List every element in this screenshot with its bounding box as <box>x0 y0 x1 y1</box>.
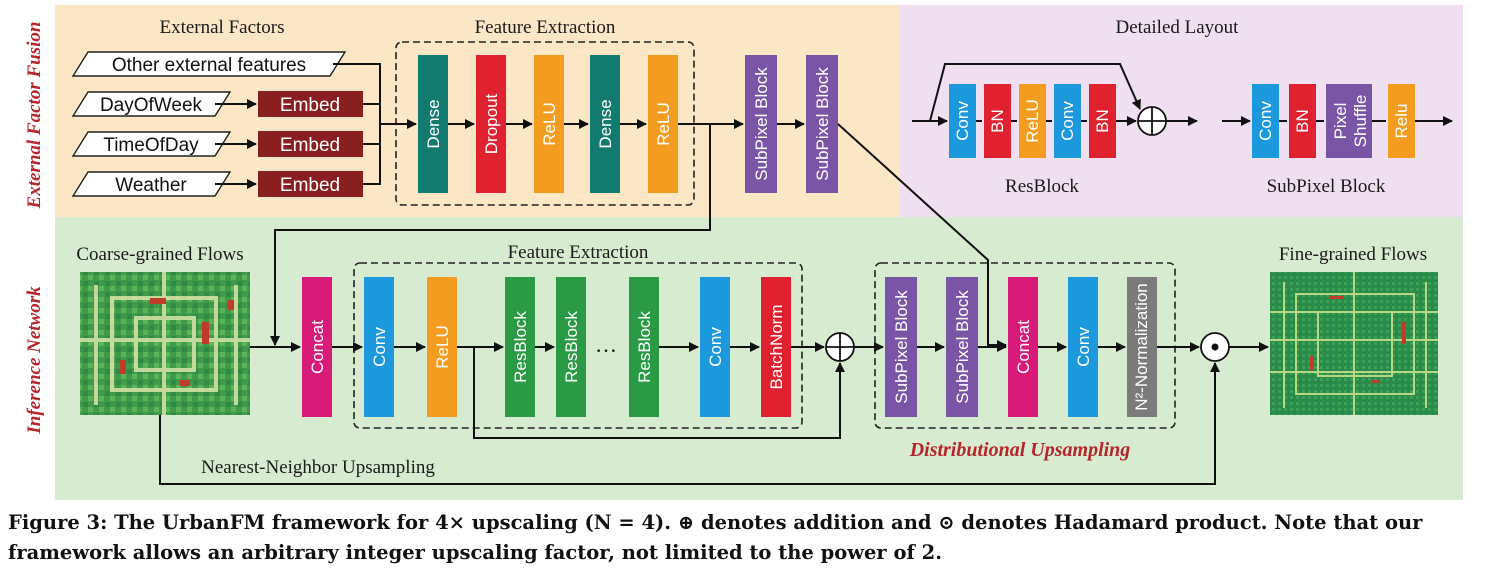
embed-block: Embed <box>258 91 363 117</box>
block-subpixel: SubPixel Block <box>806 55 838 193</box>
input-weather: Weather <box>71 171 232 197</box>
block-conv: Conv <box>364 277 394 417</box>
input-timeofday: TimeOfDay <box>71 131 232 157</box>
block-batchnorm: BatchNorm <box>761 277 791 417</box>
block-dense: Dense <box>590 55 620 193</box>
svg-text:Conv: Conv <box>1074 327 1093 367</box>
svg-text:Conv: Conv <box>706 327 725 367</box>
svg-text:SubPixel Block: SubPixel Block <box>892 290 911 404</box>
svg-text:Relu: Relu <box>1392 104 1411 139</box>
svg-text:Weather: Weather <box>115 175 187 196</box>
sub-relu: Relu <box>1388 84 1415 158</box>
heading-coarse-flows: Coarse-grained Flows <box>76 244 243 265</box>
block-resblock: ResBlock <box>556 277 586 417</box>
svg-text:BN: BN <box>988 109 1007 133</box>
sub-conv: Conv <box>1252 84 1279 158</box>
svg-text:BatchNorm: BatchNorm <box>767 304 786 389</box>
connectors <box>159 63 1453 485</box>
svg-text:Dense: Dense <box>424 99 443 148</box>
sub-pixel-shuffle: Pixel Shuffle <box>1326 84 1372 158</box>
embed-block: Embed <box>258 171 363 197</box>
svg-text:Shuffle: Shuffle <box>1351 95 1370 148</box>
svg-text:Pixel: Pixel <box>1331 103 1350 140</box>
svg-text:BN: BN <box>1293 109 1312 133</box>
res-relu: ReLU <box>1019 84 1046 158</box>
block-relu: ReLU <box>427 277 457 417</box>
svg-text:ResBlock: ResBlock <box>511 311 530 383</box>
block-relu: ReLU <box>648 55 678 193</box>
heading-feature-extraction-top: Feature Extraction <box>475 17 616 38</box>
inference-network-panel <box>55 217 1463 500</box>
svg-text:Conv: Conv <box>1058 101 1077 141</box>
sub-bn: BN <box>1289 84 1316 158</box>
block-conv: Conv <box>700 277 730 417</box>
res-bn: BN <box>984 84 1011 158</box>
block-n2-normalization: N²-Normalization <box>1127 277 1157 417</box>
svg-text:ResBlock: ResBlock <box>635 311 654 383</box>
res-bn: BN <box>1089 84 1116 158</box>
figure-caption: Figure 3: The UrbanFM framework for 4× u… <box>8 511 1423 564</box>
caption-subpixel-block: SubPixel Block <box>1267 176 1386 197</box>
svg-text:Embed: Embed <box>280 95 340 116</box>
block-resblock: ResBlock <box>505 277 535 417</box>
svg-text:ReLU: ReLU <box>433 325 452 368</box>
svg-text:Conv: Conv <box>370 327 389 367</box>
res-conv: Conv <box>1054 84 1081 158</box>
svg-text:ReLU: ReLU <box>654 102 673 145</box>
svg-text:SubPixel Block: SubPixel Block <box>953 290 972 404</box>
label-distributional-upsampling: Distributional Upsampling <box>909 439 1131 461</box>
coarse-grained-flows-image <box>80 272 250 415</box>
group-feature-extraction-bottom <box>353 262 803 429</box>
svg-text:Dense: Dense <box>596 99 615 148</box>
block-concat: Concat <box>1008 277 1038 417</box>
block-relu: ReLU <box>534 55 564 193</box>
side-label-top: External Factor Fusion <box>24 22 45 210</box>
group-distributional-upsampling <box>874 262 1176 429</box>
svg-text:Dropout: Dropout <box>482 93 501 154</box>
block-dropout: Dropout <box>476 55 506 193</box>
side-label-bottom: Inference Network <box>24 286 45 435</box>
svg-text:Conv: Conv <box>1256 101 1275 141</box>
svg-text:Concat: Concat <box>1014 320 1033 374</box>
fine-grained-flows-image <box>1270 272 1438 415</box>
block-dense: Dense <box>418 55 448 193</box>
ellipsis: … <box>595 332 617 357</box>
block-subpixel: SubPixel Block <box>946 277 978 417</box>
block-subpixel: SubPixel Block <box>885 277 917 417</box>
svg-text:DayOfWeek: DayOfWeek <box>100 95 203 116</box>
caption-resblock: ResBlock <box>1005 176 1079 197</box>
svg-text:Other external features: Other external features <box>112 55 306 76</box>
svg-text:N²-Normalization: N²-Normalization <box>1132 283 1151 411</box>
res-add-icon <box>1137 106 1167 136</box>
add-icon <box>825 332 855 362</box>
svg-text:Embed: Embed <box>280 175 340 196</box>
svg-text:TimeOfDay: TimeOfDay <box>103 135 199 156</box>
embed-block: Embed <box>258 131 363 157</box>
block-subpixel: SubPixel Block <box>745 55 777 193</box>
heading-external-factors: External Factors <box>159 17 284 38</box>
svg-text:SubPixel Block: SubPixel Block <box>752 67 771 181</box>
svg-text:SubPixel Block: SubPixel Block <box>813 67 832 181</box>
block-resblock: ResBlock <box>629 277 659 417</box>
svg-text:ResBlock: ResBlock <box>562 311 581 383</box>
input-dayofweek: DayOfWeek <box>71 91 232 117</box>
svg-text:Conv: Conv <box>953 101 972 141</box>
urbanfm-diagram: External Factor Fusion Inference Network… <box>24 5 1463 500</box>
heading-detailed-layout: Detailed Layout <box>1116 17 1240 38</box>
svg-text:BN: BN <box>1093 109 1112 133</box>
heading-feature-extraction-bottom: Feature Extraction <box>508 242 649 263</box>
svg-text:ReLU: ReLU <box>1023 99 1042 142</box>
svg-text:Concat: Concat <box>308 320 327 374</box>
block-conv: Conv <box>1068 277 1098 417</box>
res-conv: Conv <box>949 84 976 158</box>
svg-text:Embed: Embed <box>280 135 340 156</box>
svg-text:ReLU: ReLU <box>540 102 559 145</box>
label-nn-upsampling: Nearest-Neighbor Upsampling <box>201 457 435 478</box>
heading-fine-flows: Fine-grained Flows <box>1279 244 1427 265</box>
block-concat: Concat <box>302 277 332 417</box>
input-other-external-features: Other external features <box>71 51 347 77</box>
hadamard-icon <box>1200 332 1230 362</box>
